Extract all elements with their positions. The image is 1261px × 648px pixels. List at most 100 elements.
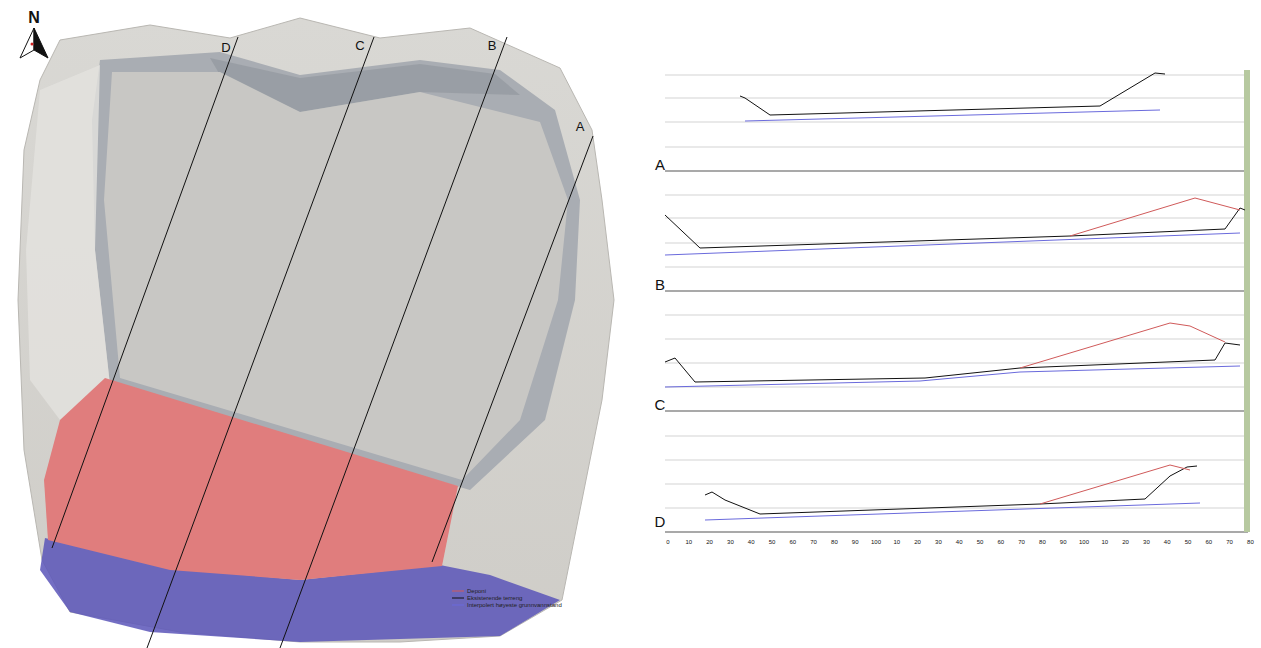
- pit-outer-rim: [18, 18, 614, 642]
- axis-number: 80: [1247, 539, 1254, 545]
- axis-number: 90: [1060, 539, 1067, 545]
- axis-number: 20: [706, 539, 713, 545]
- section-baseline: [665, 170, 1248, 171]
- grid-line: [665, 387, 1245, 388]
- axis-number: 30: [727, 539, 734, 545]
- legend-entry: Interpolert høyeste grunnvannstand: [452, 602, 562, 608]
- grid-line: [665, 508, 1245, 509]
- legend-line-sample: [452, 595, 464, 601]
- grid-line: [665, 98, 1245, 99]
- legend-line: [452, 591, 464, 592]
- sections: [665, 70, 1248, 532]
- axis-number: 40: [1164, 539, 1171, 545]
- section-lines: [52, 37, 593, 648]
- grid-line: [665, 75, 1245, 76]
- grid-line: [665, 436, 1245, 437]
- axis-number: 30: [1143, 539, 1150, 545]
- section-baselines: [665, 171, 1248, 532]
- section-mark: A: [576, 120, 585, 133]
- legend-line: [452, 598, 464, 599]
- north-arrow-left: [20, 28, 34, 58]
- grid-line: [665, 339, 1245, 340]
- terrain-line: [705, 466, 1197, 514]
- axis-number: 60: [789, 539, 796, 545]
- north-letter: N: [28, 10, 40, 26]
- terrain-line: [665, 343, 1240, 382]
- axis-number: 70: [1226, 539, 1233, 545]
- groundwater-line: [745, 110, 1160, 121]
- grid-line: [665, 243, 1245, 244]
- grid-line: [665, 195, 1245, 196]
- section-line: [280, 37, 507, 648]
- axis-number: 70: [810, 539, 817, 545]
- groundwater-line: [705, 503, 1200, 520]
- grid-line: [665, 484, 1245, 485]
- axis-number: 60: [1205, 539, 1212, 545]
- grid-line: [665, 122, 1245, 123]
- groundwater-line: [665, 366, 1240, 387]
- axis-number: 60: [997, 539, 1004, 545]
- legend-line-sample: [452, 602, 464, 608]
- legend-text: Eksisterende terreng: [467, 595, 522, 601]
- grid-line: [665, 218, 1245, 219]
- section-mark: B: [488, 39, 497, 52]
- section-line: [432, 136, 593, 562]
- legend-line: [452, 605, 464, 606]
- axis-number: 10: [685, 539, 692, 545]
- axis-number: 20: [1122, 539, 1129, 545]
- section-line: [147, 37, 374, 648]
- pit-map: [18, 18, 614, 648]
- axis-number: 40: [956, 539, 963, 545]
- terrain-line: [740, 73, 1165, 115]
- section-baseline: [665, 290, 1248, 291]
- axis-number: 50: [769, 539, 776, 545]
- legend-entry: Eksisterende terreng: [452, 595, 522, 601]
- north-arrow-right: [34, 28, 48, 58]
- grid-line: [665, 147, 1245, 148]
- section-name: A: [655, 157, 665, 172]
- axis-number: 90: [852, 539, 859, 545]
- axis-number: 10: [1101, 539, 1108, 545]
- axis-number: 80: [831, 539, 838, 545]
- section-baseline: [665, 410, 1248, 411]
- north-dot: [31, 43, 34, 46]
- groundwater-profiles: [665, 110, 1240, 520]
- legend-line-sample: [452, 588, 464, 594]
- grid-line: [665, 267, 1245, 268]
- legend-text: Deponi: [467, 588, 486, 594]
- axis-number: 80: [1039, 539, 1046, 545]
- section-mark: D: [221, 41, 230, 54]
- deponi-line: [1070, 198, 1240, 236]
- section-name: C: [655, 397, 666, 412]
- deponi-profiles: [1020, 198, 1240, 504]
- axis-number: 100: [871, 539, 881, 545]
- axis-number: 30: [935, 539, 942, 545]
- axis-number: 50: [977, 539, 984, 545]
- axis-number: 0: [666, 539, 669, 545]
- legend-text: Interpolert høyeste grunnvannstand: [467, 602, 562, 608]
- deponi-area: [44, 378, 458, 580]
- grid-line: [665, 460, 1245, 461]
- deponi-line: [1020, 323, 1225, 368]
- section-mark: C: [355, 39, 364, 52]
- terrain-line: [665, 208, 1245, 248]
- grid-line: [665, 315, 1245, 316]
- terrain-profiles: [665, 73, 1245, 514]
- legend-entry: Deponi: [452, 588, 486, 594]
- elevation-scale: [1244, 70, 1250, 532]
- axis-number: 10: [893, 539, 900, 545]
- groundwater-line: [665, 233, 1240, 255]
- section-name: D: [655, 514, 666, 529]
- axis-number: 40: [748, 539, 755, 545]
- section-line: [52, 37, 238, 548]
- section-baseline: [665, 531, 1248, 532]
- axis-number: 70: [1018, 539, 1025, 545]
- axis-number: 50: [1185, 539, 1192, 545]
- axis-number: 20: [914, 539, 921, 545]
- section-name: B: [655, 277, 665, 292]
- north-arrow: [20, 28, 48, 58]
- left-slope: [26, 65, 110, 420]
- deponi-line: [1040, 465, 1190, 504]
